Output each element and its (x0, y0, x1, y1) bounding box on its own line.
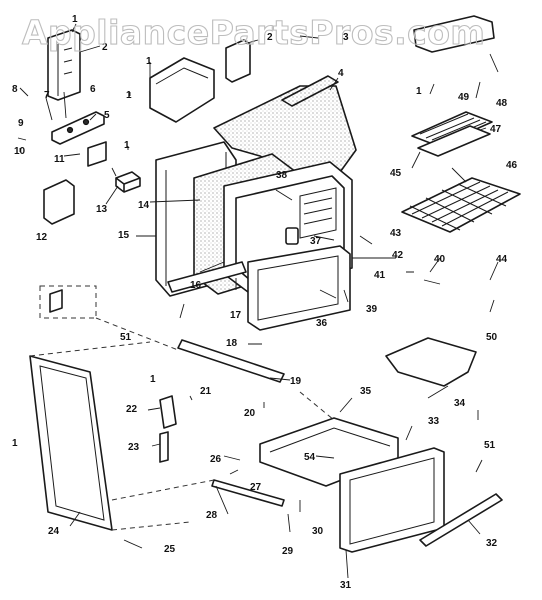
bracket-12 (43, 179, 75, 225)
callout-42: 42 (392, 250, 404, 261)
callout-27: 27 (250, 482, 262, 493)
callout-7: 7 (44, 90, 50, 101)
callout-38: 38 (276, 170, 288, 181)
toe-kick-17 (167, 261, 247, 293)
callout-17: 17 (230, 310, 242, 321)
oven-rack-46 (401, 177, 521, 233)
callout-40: 40 (434, 254, 446, 265)
callout-28: 28 (206, 510, 218, 521)
callout-24: 24 (48, 526, 60, 537)
callout-46: 46 (506, 160, 518, 171)
callout-56: 54 (304, 452, 316, 463)
callout-13: 13 (96, 204, 108, 215)
callout-47: 47 (490, 124, 502, 135)
bracket-2-left (47, 29, 81, 101)
callout-31: 31 (340, 580, 352, 591)
callout-50: 50 (486, 332, 498, 343)
oven-door-24 (29, 355, 113, 531)
bracket-2-center (225, 39, 251, 83)
callout-30: 30 (312, 526, 324, 537)
callout-1-b: 1 (126, 90, 132, 101)
relation-line-drawer (111, 391, 335, 501)
callout-1-e: 1 (12, 438, 18, 449)
callout-12: 12 (36, 232, 48, 243)
callout-18: 18 (226, 338, 238, 349)
callout-25: 25 (164, 544, 176, 555)
callout-3: 3 (343, 32, 349, 43)
callout-23: 23 (128, 442, 140, 453)
callout-1-top: 1 (72, 14, 78, 25)
callout-49: 49 (458, 92, 470, 103)
leader-lines (17, 23, 499, 579)
callout-35: 35 (360, 386, 372, 397)
callout-labels: 1 2 2 3 4 1 1 8 7 6 5 9 10 11 1 13 14 12… (12, 14, 518, 591)
watermark-text: AppliancePartsPros.com (22, 13, 485, 52)
callout-2-left: 2 (102, 42, 108, 53)
hinge-19 (177, 339, 285, 383)
callout-44: 44 (496, 254, 508, 265)
callout-22: 22 (126, 404, 138, 415)
broiler-pan-47 (411, 111, 493, 157)
callout-6: 6 (90, 84, 96, 95)
callout-41: 41 (374, 270, 386, 281)
callout-19: 19 (290, 376, 302, 387)
bake-element-34 (385, 337, 477, 387)
element-49 (413, 15, 495, 53)
callout-48: 48 (496, 98, 508, 109)
door-frame-54-area (39, 285, 97, 319)
callout-34: 34 (454, 398, 466, 409)
callout-11: 11 (54, 154, 65, 165)
wire-clip-5-6-7 (51, 111, 105, 145)
callout-5: 5 (104, 110, 110, 121)
callout-2-center: 2 (267, 32, 273, 43)
callout-32: 32 (486, 538, 498, 549)
callout-1-c: 1 (124, 140, 130, 151)
callout-9: 9 (18, 118, 24, 129)
callout-39: 39 (366, 304, 378, 315)
drawer-rail-32 (419, 493, 503, 547)
callout-14: 14 (138, 200, 150, 211)
callout-29: 29 (282, 546, 294, 557)
callout-1-a: 1 (146, 56, 152, 67)
callout-26: 26 (210, 454, 222, 465)
callout-1-d: 1 (150, 374, 156, 385)
callout-36: 36 (316, 318, 328, 329)
block-13 (115, 171, 141, 193)
callout-45: 45 (390, 168, 402, 179)
callout-37: 37 (310, 236, 322, 247)
oven-light-37 (285, 227, 299, 245)
callout-54: 51 (120, 332, 132, 343)
callout-8: 8 (12, 84, 18, 95)
callout-4: 4 (338, 68, 344, 79)
front-frame-39 (247, 245, 351, 331)
callout-15: 15 (118, 230, 130, 241)
callout-16: 16 (190, 280, 202, 291)
hinge-22-23 (159, 395, 177, 463)
callout-51: 51 (484, 440, 496, 451)
clip-11 (87, 141, 107, 167)
callout-33: 33 (428, 416, 440, 427)
callout-20: 20 (244, 408, 256, 419)
callout-1-right: 1 (416, 86, 422, 97)
drawer-rail-28 (211, 479, 285, 507)
heat-shield-top (149, 57, 215, 123)
relation-line-door (29, 317, 191, 531)
callout-21: 21 (200, 386, 212, 397)
callout-43: 43 (390, 228, 402, 239)
callout-10: 10 (14, 146, 26, 157)
